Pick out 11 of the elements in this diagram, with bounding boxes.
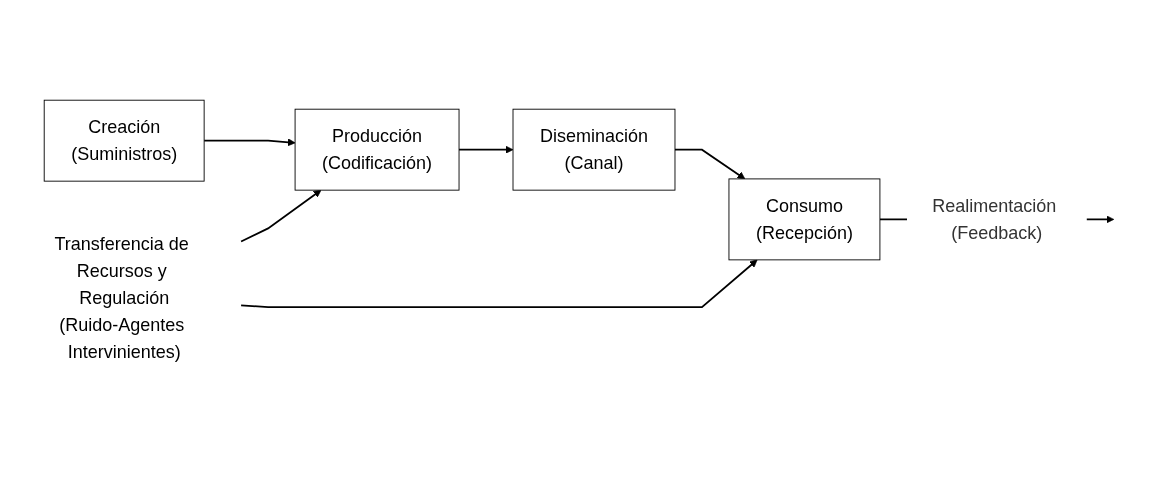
arrow: [203, 138, 296, 147]
node-box: Creación (Suministros): [43, 99, 205, 182]
node-box: Producción (Codificación): [294, 108, 460, 191]
arrow: [458, 145, 514, 154]
arrow: [674, 148, 746, 180]
arrow: [240, 189, 322, 243]
node-box: Diseminación (Canal): [512, 108, 676, 191]
node-text: Transferencia de Recursos y Regulación (Ruido-Agentes Intervinientes): [54, 234, 189, 362]
arrow: [240, 259, 758, 308]
node-box: Consumo (Recepción): [728, 178, 881, 261]
edge-label: Realimentación (Feedback): [932, 195, 1057, 243]
